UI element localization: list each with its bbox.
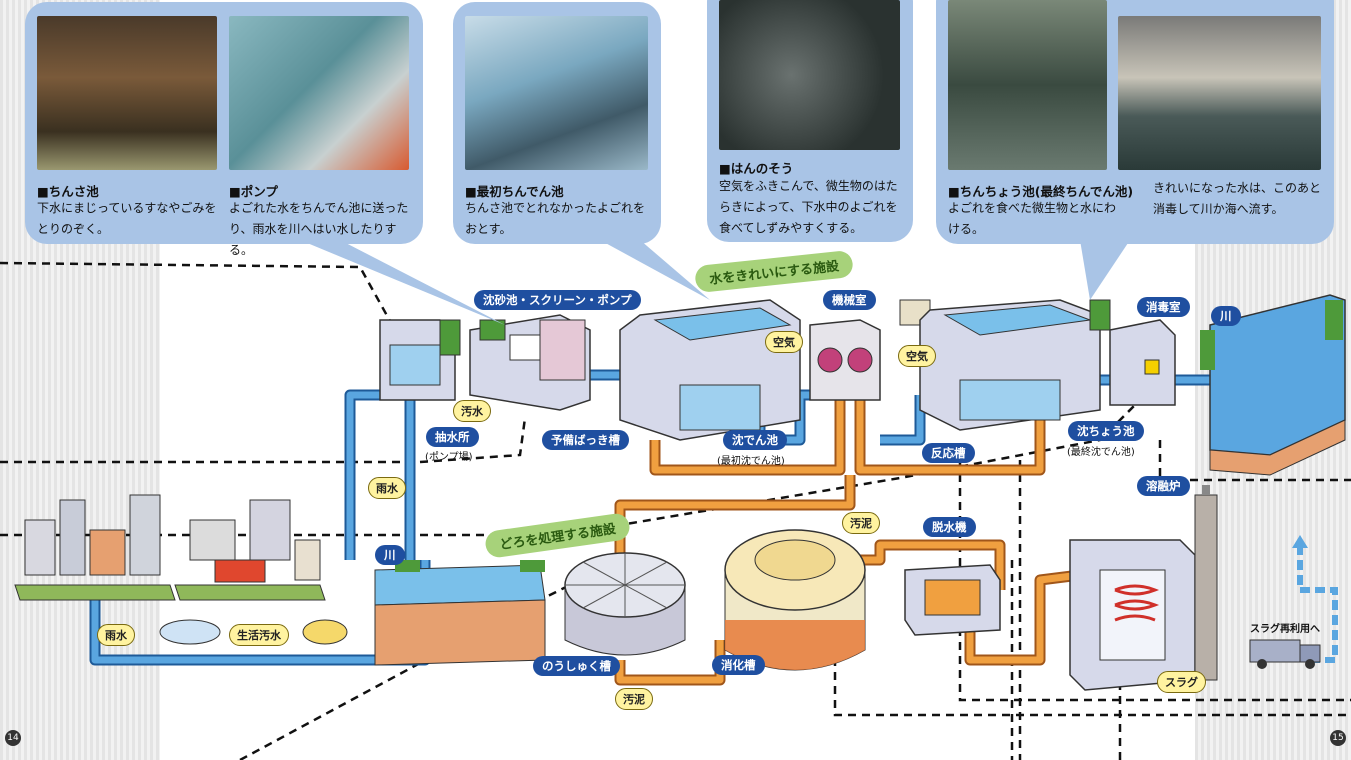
tag-final-clarifier: 沈ちょう池 xyxy=(1068,421,1144,441)
bubble-sludge-1: 汚泥 xyxy=(842,512,880,534)
grit-text: 下水にまじっているすなやごみをとりのぞく。 xyxy=(37,201,217,236)
tag-thickener: のうしゅく槽 xyxy=(533,656,620,676)
bubble-sludge-2: 汚泥 xyxy=(615,688,653,710)
photo-aeration xyxy=(719,0,900,150)
bubble-air-2: 空気 xyxy=(898,345,936,367)
thickener-illustration xyxy=(564,552,686,656)
city-illustration xyxy=(14,494,348,645)
page-number-left: 14 xyxy=(5,730,21,746)
tag-digester: 消化槽 xyxy=(712,655,765,675)
photo-pump xyxy=(229,16,409,170)
tag-screen: 沈砂池・スクリーン・ポンプ xyxy=(474,290,641,310)
tag-reaction-tank: 反応槽 xyxy=(922,443,975,463)
primary-text: ちんさ池でとれなかったよごれをおとす。 xyxy=(465,201,646,236)
slag-reuse-path xyxy=(1297,545,1338,663)
photo-primary-tank xyxy=(465,16,648,170)
tag-river-mid: 川 xyxy=(375,545,405,565)
bubble-sewage: 汚水 xyxy=(453,400,491,422)
final-clarifier-note: (最終沈でん池) xyxy=(1067,447,1135,458)
pump-station-note: (ポンプ場) xyxy=(425,452,473,463)
tag-dewatering: 脱水機 xyxy=(923,517,976,537)
pump-title: ■ポンプ xyxy=(229,184,278,199)
final-title: ■ちんちょう池(最終ちんでん池) xyxy=(948,184,1134,199)
river-right xyxy=(1200,294,1346,476)
page-number-right: 15 xyxy=(1330,730,1346,746)
tag-pump-station: 抽水所 xyxy=(426,427,479,447)
tag-disinfection: 消毒室 xyxy=(1137,297,1190,317)
treatment-tanks xyxy=(619,299,1176,441)
bubble-rain-2: 雨水 xyxy=(97,624,135,646)
bubble-rain-1: 雨水 xyxy=(368,477,406,499)
primary-title: ■最初ちんでん池 xyxy=(465,184,564,199)
tag-pre-aeration: 予備ばっき槽 xyxy=(542,430,629,450)
bubble-domestic-sewage: 生活汚水 xyxy=(229,624,289,646)
final-text: よごれを食べた微生物と水にわける。 xyxy=(948,201,1117,236)
grit-title: ■ちんさ池 xyxy=(37,184,99,199)
bubble-air-1: 空気 xyxy=(765,331,803,353)
tag-river-top: 川 xyxy=(1211,306,1241,326)
primary-clarifier-note: (最初沈でん池) xyxy=(717,456,785,467)
photo-outlet xyxy=(1118,16,1321,170)
tag-primary-clarifier: 沈でん池 xyxy=(723,430,787,450)
pump-station-illustration xyxy=(379,314,591,411)
aeration-title: ■はんのそう xyxy=(719,161,794,176)
truck-illustration xyxy=(1249,639,1321,669)
river-middle xyxy=(374,560,546,666)
photo-grit-chamber xyxy=(37,16,217,170)
tag-melting-furnace: 溶融炉 xyxy=(1137,476,1190,496)
slag-reuse-label: スラグ再利用へ xyxy=(1250,624,1320,635)
dewater-illustration xyxy=(904,564,1001,636)
photo-final-tank xyxy=(948,0,1107,170)
bubble-slag: スラグ xyxy=(1157,671,1206,693)
aeration-text: 空気をふきこんで、微生物のはたらきによって、下水中のよごれを食べてしずみやすくす… xyxy=(719,179,898,235)
melting-furnace-illustration xyxy=(1069,485,1218,691)
tag-machine-room: 機械室 xyxy=(823,290,876,310)
pump-text: よごれた水をちんでん池に送ったり、雨水を川へはい水したりする。 xyxy=(229,201,409,257)
outlet-text: きれいになった水は、このあと消毒して川か海へ流す。 xyxy=(1153,181,1322,216)
